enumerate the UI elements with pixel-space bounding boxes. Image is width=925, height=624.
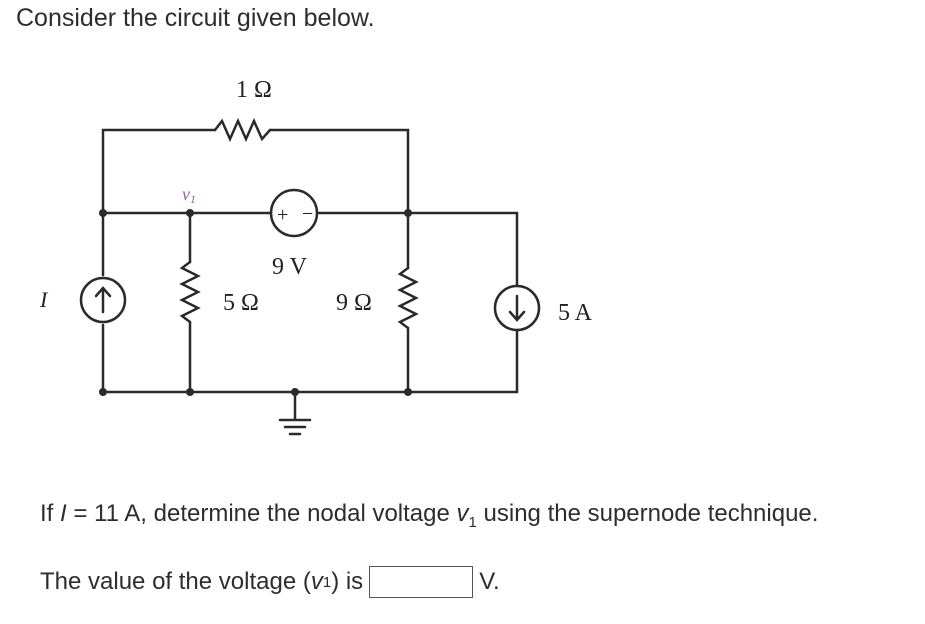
- label-5a: 5 A: [558, 300, 593, 326]
- wire-top-left: [101, 128, 217, 215]
- resistor-9ohm: [397, 266, 419, 330]
- label-I: I: [39, 287, 49, 312]
- minus-sign: −: [302, 203, 313, 225]
- label-9v: 9 V: [272, 254, 308, 280]
- voltage-answer-input[interactable]: [369, 566, 474, 598]
- plus-sign: +: [277, 204, 288, 226]
- wire-right-top: [406, 211, 519, 292]
- question-text: If I = 11 A, determine the nodal voltage…: [40, 500, 819, 531]
- intro-text: Consider the circuit given below.: [16, 4, 375, 32]
- ground-symbol: [278, 390, 312, 436]
- circuit-diagram: 1 Ω v1 + − 9 V I 5 Ω 9 Ω 5 A: [39, 77, 593, 436]
- wire-top-right: [268, 128, 410, 215]
- label-node-v1: v1: [182, 184, 196, 206]
- resistor-5ohm: [179, 260, 201, 324]
- unit-label: V.: [479, 568, 500, 595]
- resistor-1ohm: [213, 117, 272, 143]
- label-9ohm: 9 Ω: [336, 290, 372, 316]
- label-5ohm: 5 Ω: [223, 290, 259, 316]
- label-1ohm: 1 Ω: [236, 77, 272, 103]
